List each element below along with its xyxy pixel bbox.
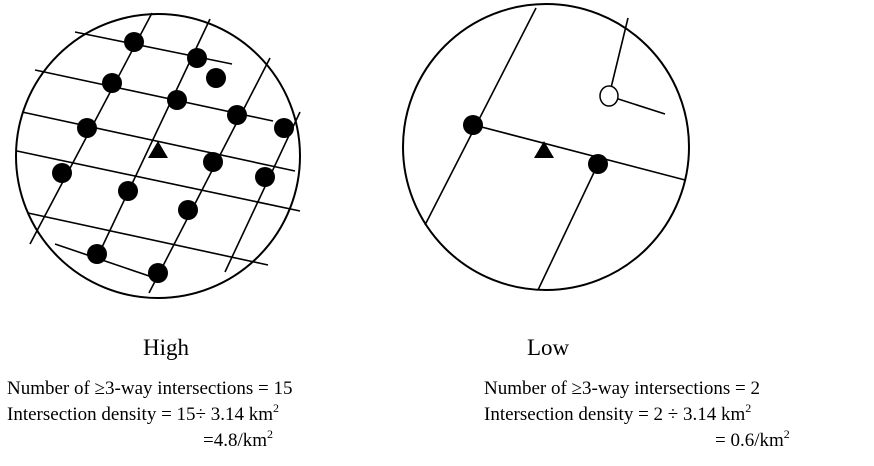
intersection-dot [118, 181, 138, 201]
low-density-panel [402, 3, 690, 291]
high-intersection-count: Number of ≥3-way intersections = 15 [7, 378, 293, 399]
intersection-dot [255, 167, 275, 187]
intersection-dot [148, 263, 168, 283]
low-buffer-circle [402, 3, 690, 291]
high-density-formula-sup: 2 [273, 401, 279, 415]
street-line [473, 124, 686, 181]
low-density-result-sup: 2 [783, 427, 790, 441]
intersection-dot [274, 118, 294, 138]
high-density-formula: Intersection density = 15÷ 3.14 km2 [7, 402, 279, 425]
intersection-dot [463, 115, 483, 135]
low-density-result: = 0.6/km2 [715, 428, 790, 451]
intersection-dot [206, 68, 226, 88]
low-intersection-dots [463, 85, 619, 174]
intersection-dot [167, 90, 187, 110]
street-line [537, 163, 599, 291]
high-density-result-sup: 2 [267, 427, 274, 441]
low-intersection-count: Number of ≥3-way intersections = 2 [484, 378, 760, 399]
intersection-dot [124, 32, 144, 52]
low-center-triangle [534, 141, 554, 158]
intersection-dot [203, 152, 223, 172]
high-density-formula-text: Intersection density = 15÷ 3.14 km [7, 404, 273, 425]
low-density-formula-sup: 2 [745, 401, 752, 415]
street-line [74, 31, 233, 65]
low-street-lines [424, 7, 686, 291]
high-panel-label: High [143, 335, 189, 360]
intersection-dot [52, 163, 72, 183]
street-network-diagram [15, 3, 690, 299]
high-center-triangle [148, 141, 168, 158]
street-line [608, 17, 629, 97]
street-line [27, 212, 269, 266]
intersection-dot [102, 73, 122, 93]
intersection-dot [87, 244, 107, 264]
high-density-panel [15, 12, 301, 299]
low-density-formula-text: Intersection density = 2 ÷ 3.14 km [484, 404, 746, 425]
non-qualifying-intersection [599, 85, 619, 107]
high-density-result-text: =4.8/km [203, 430, 268, 451]
street-line [54, 243, 156, 279]
high-intersection-dots [52, 32, 294, 283]
high-buffer-circle [15, 13, 301, 299]
intersection-dot [178, 200, 198, 220]
intersection-dot [588, 154, 608, 174]
street-line [424, 7, 537, 226]
low-panel-label: Low [527, 335, 570, 360]
street-line [224, 111, 301, 273]
intersection-dot [77, 118, 97, 138]
low-density-result-text: = 0.6/km [715, 430, 784, 451]
high-density-result: =4.8/km2 [203, 428, 273, 451]
intersection-dot [187, 48, 207, 68]
street-line [148, 57, 271, 294]
intersection-dot [227, 105, 247, 125]
street-line [21, 111, 296, 172]
low-density-formula: Intersection density = 2 ÷ 3.14 km2 [484, 402, 751, 425]
street-line [16, 150, 301, 212]
